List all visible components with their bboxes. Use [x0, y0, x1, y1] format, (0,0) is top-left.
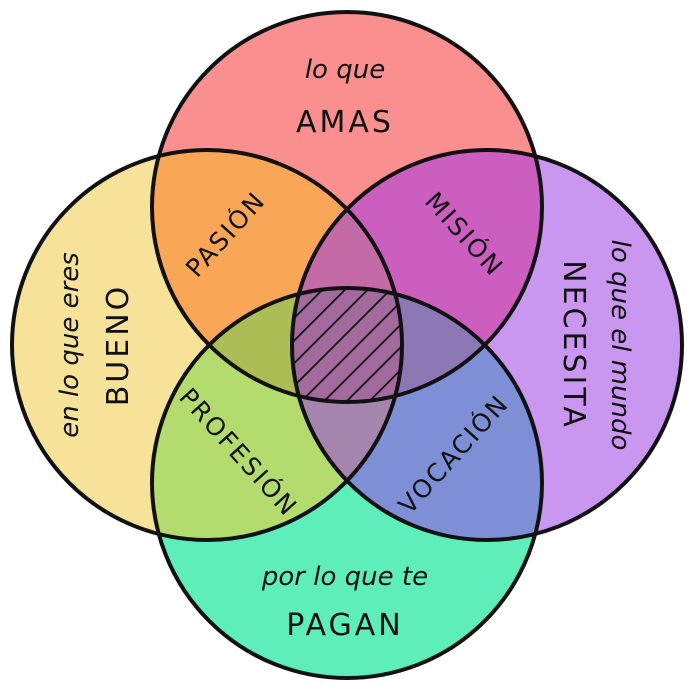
left-label-line1: en lo que eres	[55, 252, 85, 438]
bottom-label-line1: por lo que te	[261, 562, 428, 592]
left-label-line2: BUENO	[101, 284, 136, 407]
top-label-line2: AMAS	[296, 105, 394, 140]
top-label-line1: lo que	[305, 55, 385, 85]
bottom-label-line2: PAGAN	[286, 608, 403, 643]
right-label-line1: lo que el mundo	[605, 240, 635, 451]
circle-outlines	[10, 10, 684, 680]
right-label-line2: NECESITA	[556, 260, 591, 430]
